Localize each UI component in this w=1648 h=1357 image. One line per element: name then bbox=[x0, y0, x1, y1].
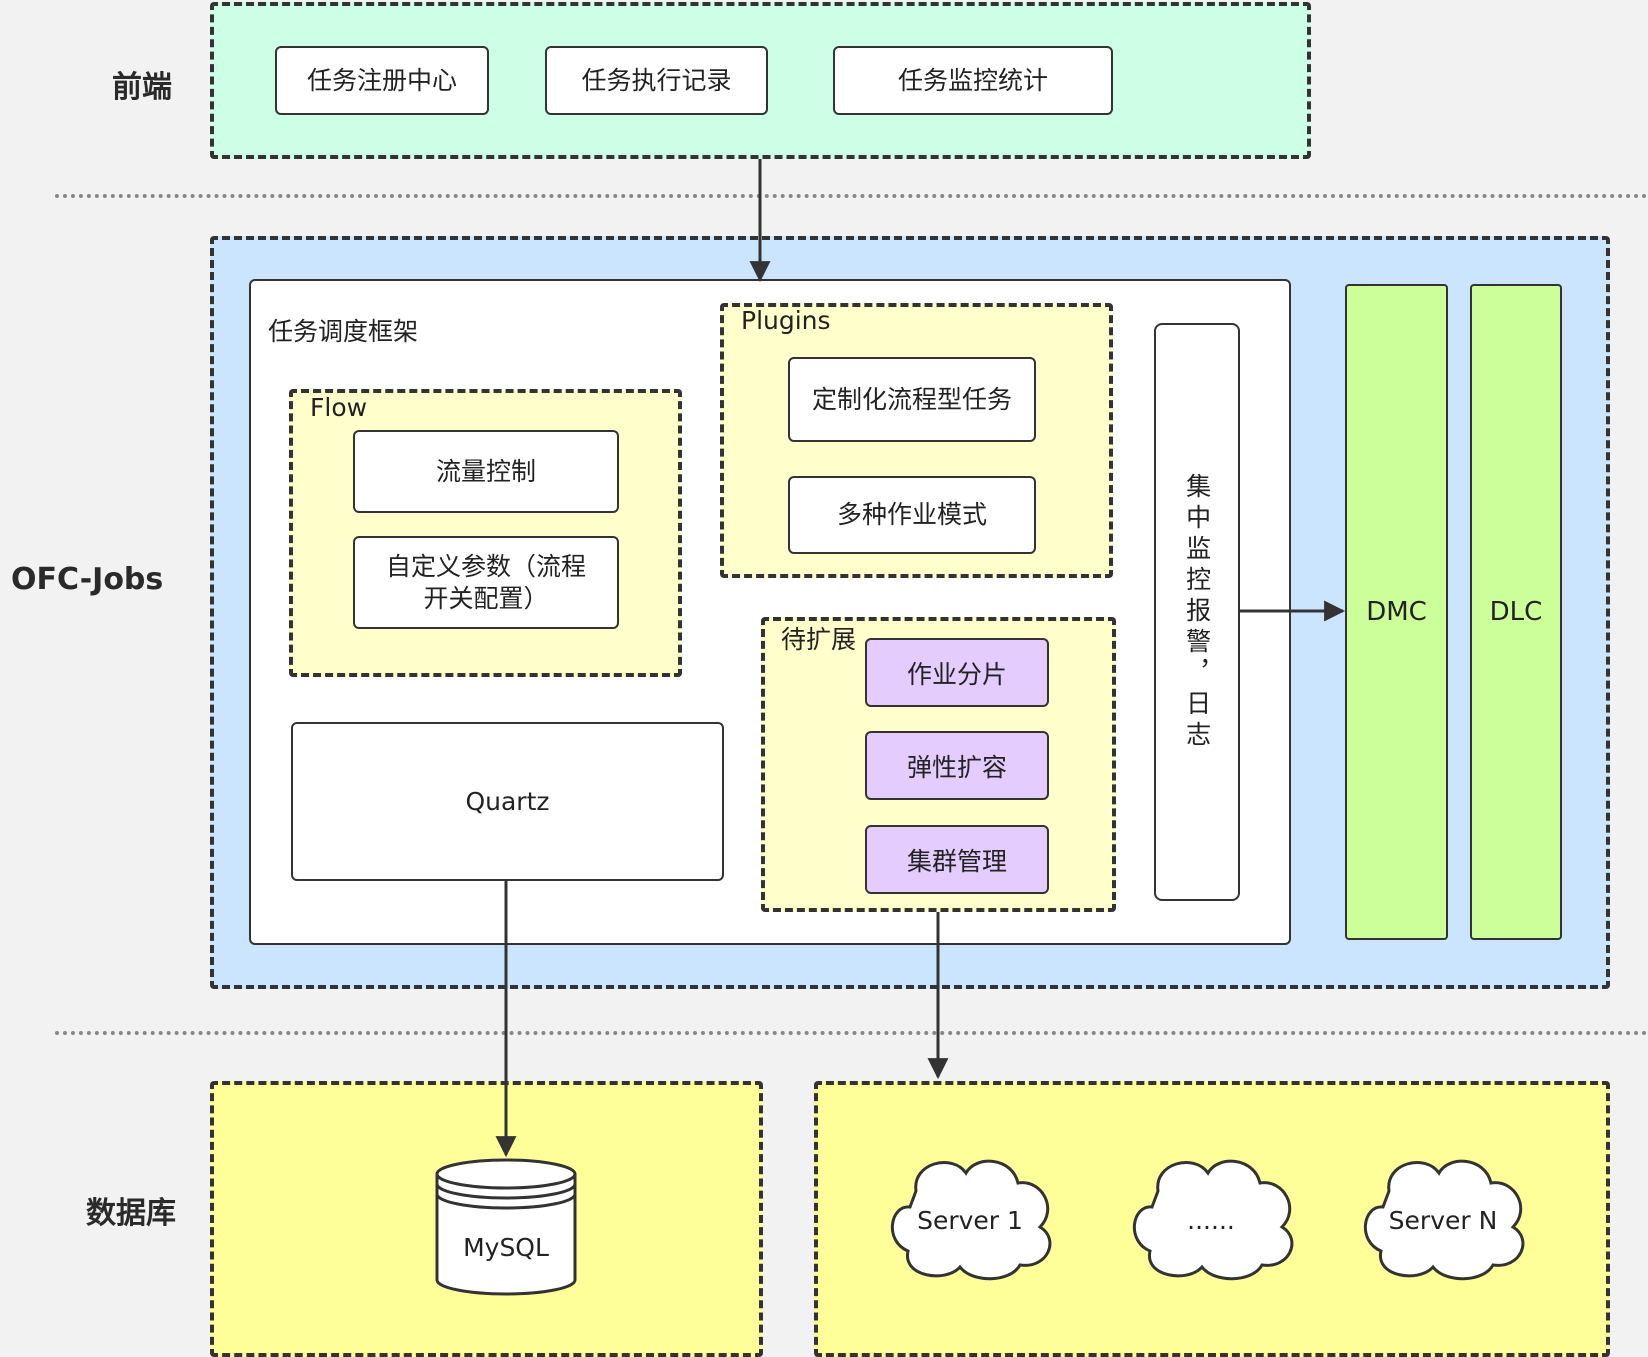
pending-cluster-management[interactable]: 集群管理 bbox=[865, 825, 1049, 894]
server-n-cloud[interactable] bbox=[1364, 1159, 1525, 1281]
dlc-box[interactable]: DLC bbox=[1470, 284, 1562, 940]
plugins-job-modes[interactable]: 多种作业模式 bbox=[788, 476, 1036, 554]
flow-title: Flow bbox=[310, 393, 368, 422]
flow-traffic-control[interactable]: 流量控制 bbox=[353, 430, 619, 513]
separator-bottom bbox=[55, 1031, 1648, 1035]
central-monitor-box[interactable]: 集中监控报警，日志 bbox=[1154, 323, 1240, 901]
central-monitor-label: 集中监控报警，日志 bbox=[1182, 472, 1212, 752]
layer-label-database: 数据库 bbox=[86, 1196, 176, 1231]
frontend-task-registry[interactable]: 任务注册中心 bbox=[275, 46, 489, 115]
pending-title: 待扩展 bbox=[781, 625, 857, 654]
mysql-label: MySQL bbox=[463, 1233, 549, 1262]
server-ellipsis-cloud[interactable] bbox=[1133, 1159, 1294, 1281]
plugins-custom-flow-task[interactable]: 定制化流程型任务 bbox=[788, 357, 1036, 442]
flow-custom-params-label: 自定义参数（流程 开关配置） bbox=[385, 552, 586, 613]
quartz-box[interactable]: Quartz bbox=[291, 722, 724, 881]
server-n-label: Server N bbox=[1389, 1206, 1498, 1235]
layer-label-frontend: 前端 bbox=[112, 70, 172, 105]
pending-elastic-scaling[interactable]: 弹性扩容 bbox=[865, 731, 1049, 800]
pending-job-sharding[interactable]: 作业分片 bbox=[865, 638, 1049, 707]
server-1-label: Server 1 bbox=[917, 1206, 1023, 1235]
framework-title: 任务调度框架 bbox=[268, 317, 419, 346]
frontend-monitor-stats[interactable]: 任务监控统计 bbox=[833, 46, 1113, 115]
separator-top bbox=[55, 194, 1648, 198]
server-ellipsis-label: ...... bbox=[1187, 1206, 1235, 1235]
dmc-box[interactable]: DMC bbox=[1345, 284, 1448, 940]
flow-custom-params[interactable]: 自定义参数（流程 开关配置） bbox=[353, 536, 619, 629]
layer-label-ofc-jobs: OFC-Jobs bbox=[11, 562, 164, 597]
server-1-cloud[interactable] bbox=[891, 1159, 1052, 1281]
mysql-cylinder[interactable] bbox=[435, 1158, 577, 1296]
plugins-title: Plugins bbox=[741, 306, 831, 335]
frontend-execution-records[interactable]: 任务执行记录 bbox=[545, 46, 768, 115]
